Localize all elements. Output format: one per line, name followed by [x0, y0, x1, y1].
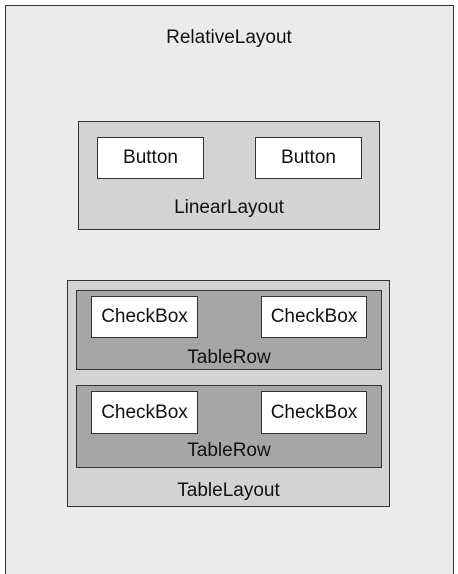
table-row-1-label: TableRow: [187, 347, 271, 368]
button-right: Button: [255, 137, 362, 179]
checkbox-row1-left: CheckBox: [91, 296, 198, 338]
linear-layout-label: LinearLayout: [174, 197, 284, 218]
checkbox-row2-left: CheckBox: [91, 391, 198, 434]
table-layout-label: TableLayout: [177, 480, 280, 501]
table-row-2-label: TableRow: [187, 440, 271, 461]
relative-layout-label: RelativeLayout: [166, 27, 292, 48]
button-left: Button: [97, 137, 204, 179]
checkbox-row2-right: CheckBox: [261, 391, 367, 434]
checkbox-row1-right: CheckBox: [261, 296, 367, 338]
